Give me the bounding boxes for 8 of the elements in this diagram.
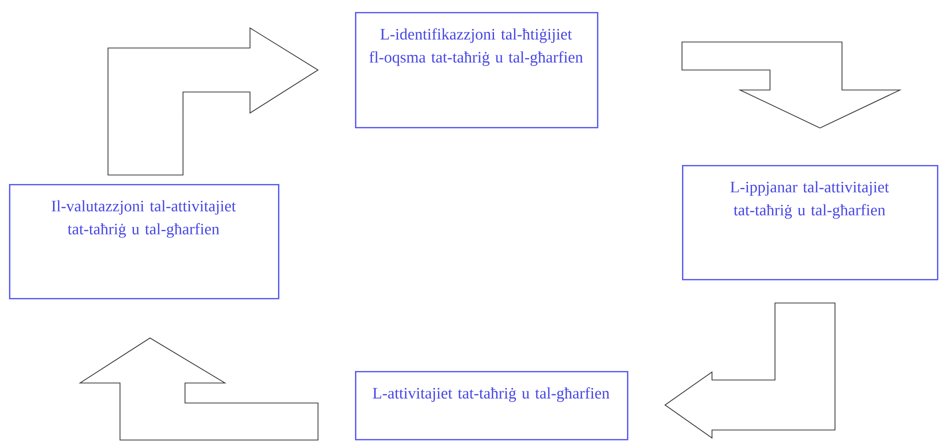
block-arrow [78, 338, 318, 440]
block-arrow [108, 27, 319, 176]
text-box: L-identifikazzjoni tal-ħtiġijiet fl-oqsma tat-taħriġ u tal-għarfien [355, 12, 598, 128]
block-arrow [664, 302, 836, 439]
text-box: L-attivitajiet tat-taħriġ u tal-għarfien [355, 371, 628, 440]
text-box: Il-valutazzjoni tal-attivitajiet tat-taħriġ u tal-għarfien [9, 184, 280, 300]
text-box: L-ippjanar tal-attivitajiet tat-taħriġ u tal-għarfien [682, 165, 938, 280]
block-arrow [682, 42, 902, 128]
